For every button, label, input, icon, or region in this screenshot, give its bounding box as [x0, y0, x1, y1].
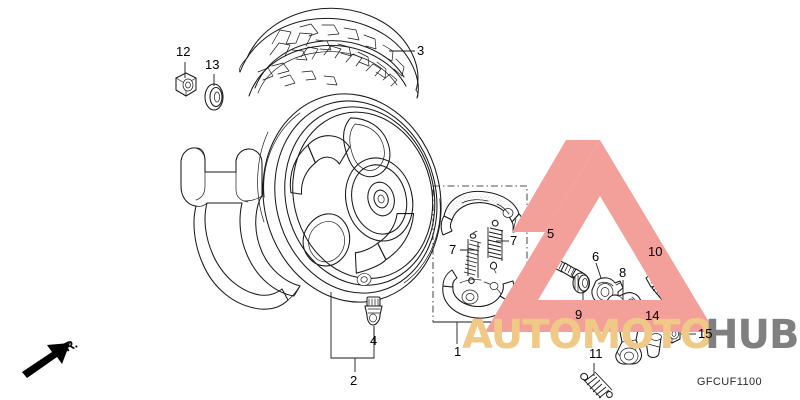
- callout-label-12: 12: [176, 44, 191, 59]
- wheel-rim-illustration: [257, 93, 442, 303]
- callout-label-4: 4: [370, 333, 378, 348]
- brake-spring-right: [487, 219, 504, 274]
- axle-washer-illustration: [204, 83, 224, 111]
- brake-arm-bolt-illustration: [645, 271, 676, 305]
- wear-indicator-illustration: [645, 333, 662, 358]
- callout-label-15: 15: [698, 326, 713, 341]
- callout-label-14: 14: [645, 308, 660, 323]
- front-direction-arrow: [22, 343, 70, 378]
- part-number-label: GFCUF1100: [696, 376, 762, 388]
- callout-label-9: 11: [589, 346, 603, 361]
- callout-label-13: 13: [205, 57, 220, 72]
- callout-label-1: 1: [454, 344, 462, 359]
- valve-stem-illustration: [364, 296, 383, 326]
- callout-label-8: 8: [619, 265, 627, 280]
- axle-nut-illustration: [175, 72, 197, 97]
- brake-shoe-upper: [440, 190, 525, 236]
- callout-label-11: 10: [648, 244, 663, 259]
- callout-label-7a: 7: [449, 242, 457, 257]
- tire-illustration: [239, 7, 419, 99]
- callout-label-7b: 7: [510, 233, 518, 248]
- callout-label-2: 2: [350, 373, 358, 388]
- callout-label-6: 6: [592, 249, 600, 264]
- callout-label-5: 5: [547, 226, 555, 241]
- callout-label-3: 3: [417, 43, 425, 58]
- fender-illustration: [180, 147, 301, 310]
- callout-label-10: 9: [575, 307, 583, 322]
- watermark-text-secondary: HUB: [705, 312, 799, 358]
- brake-cam-collar-illustration: [572, 272, 591, 294]
- brake-arm-spring-illustration: [580, 371, 613, 399]
- watermark-text-primary: AUTOMOTO: [462, 312, 714, 358]
- brake-spring-left: [463, 230, 482, 285]
